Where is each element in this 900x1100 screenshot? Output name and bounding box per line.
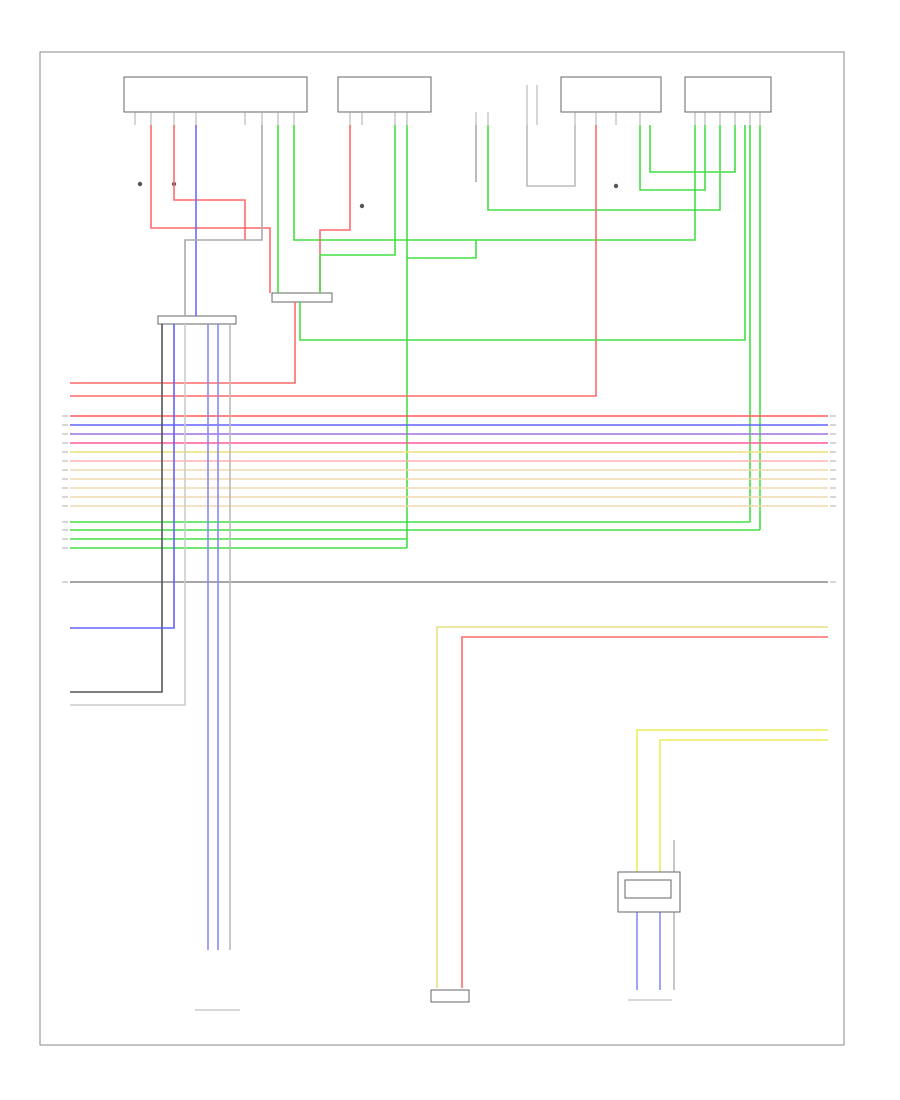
bus-lines bbox=[70, 415, 828, 583]
lower-wiring bbox=[436, 626, 828, 990]
left-harness bbox=[70, 324, 231, 950]
ground-icon bbox=[137, 181, 619, 209]
left-connector-box bbox=[157, 315, 237, 325]
left-sensor bbox=[617, 871, 681, 1001]
bus-terminals bbox=[62, 415, 836, 583]
pin-stubs bbox=[134, 85, 761, 125]
front-sensor bbox=[430, 989, 470, 1003]
parking-assist-module bbox=[684, 76, 772, 113]
instrument-cluster bbox=[123, 76, 308, 113]
radio-receiver bbox=[337, 76, 432, 113]
splice-box bbox=[271, 292, 333, 303]
upper-wiring bbox=[70, 125, 761, 548]
diagram-frame bbox=[39, 51, 845, 1046]
steering-angle-sensor bbox=[560, 76, 662, 113]
